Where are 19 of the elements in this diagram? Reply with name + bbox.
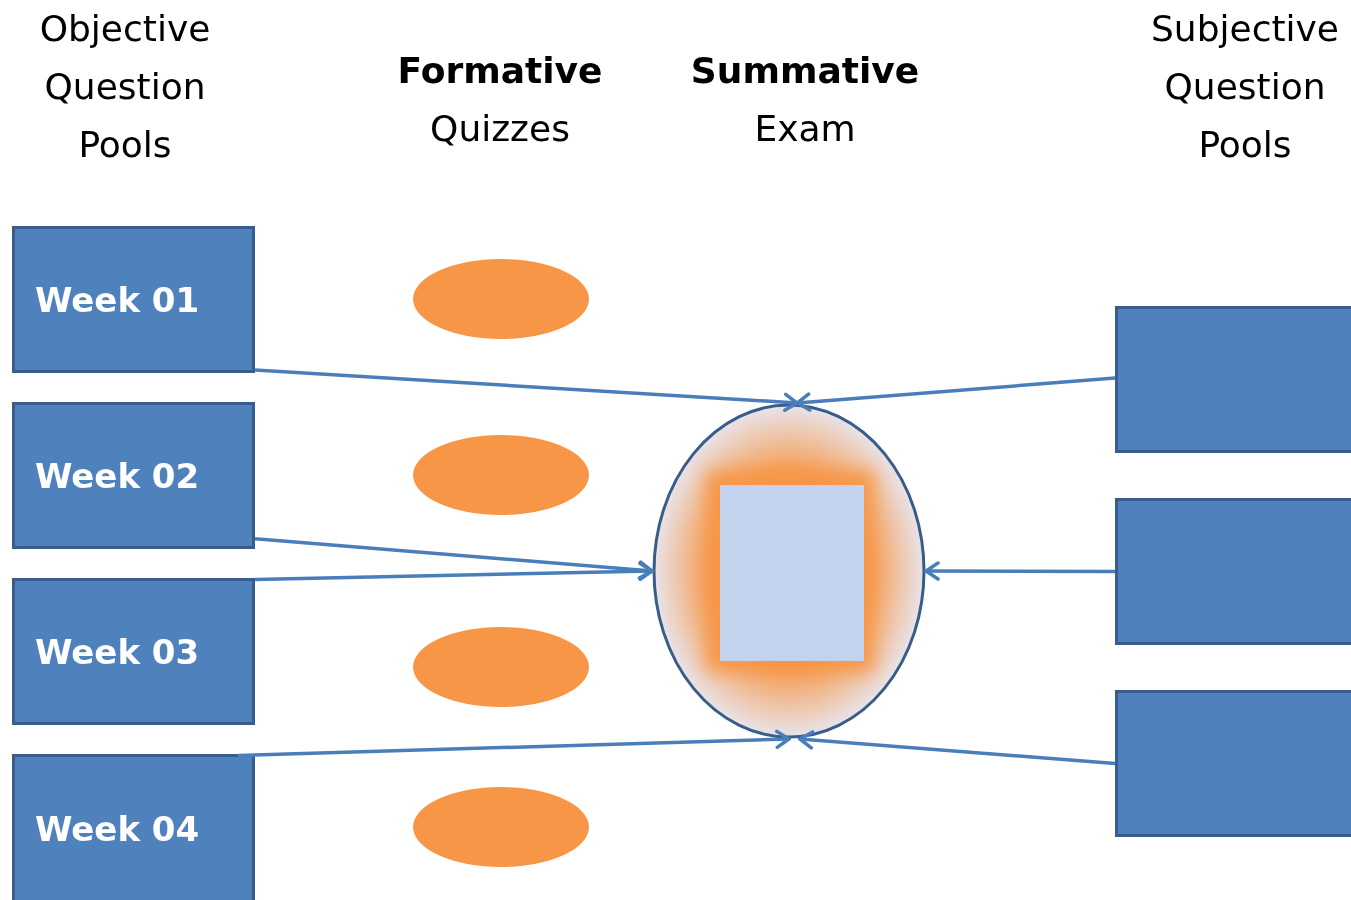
box-label: Week 04 bbox=[35, 809, 200, 849]
box-label: Week 03 bbox=[35, 631, 200, 672]
box-label: Week 01 bbox=[35, 279, 200, 320]
week-box bbox=[12, 226, 255, 373]
column-heading: Formative Quizzes bbox=[396, 49, 604, 151]
column-heading: Summative Exam bbox=[689, 49, 921, 151]
arrow bbox=[254, 536, 654, 580]
arrow bbox=[798, 730, 1116, 766]
arrow bbox=[924, 561, 1115, 581]
week-box bbox=[12, 402, 255, 549]
arrow bbox=[237, 729, 791, 758]
box-label: Week 02 bbox=[35, 455, 200, 496]
arrow bbox=[795, 376, 1116, 412]
week-box bbox=[12, 754, 255, 900]
week-box bbox=[12, 578, 255, 725]
column-heading: Objective Question Pools bbox=[38, 7, 212, 167]
arrow bbox=[254, 368, 799, 412]
arrow bbox=[254, 561, 654, 582]
column-heading: Subjective Question Pools bbox=[1149, 7, 1340, 167]
